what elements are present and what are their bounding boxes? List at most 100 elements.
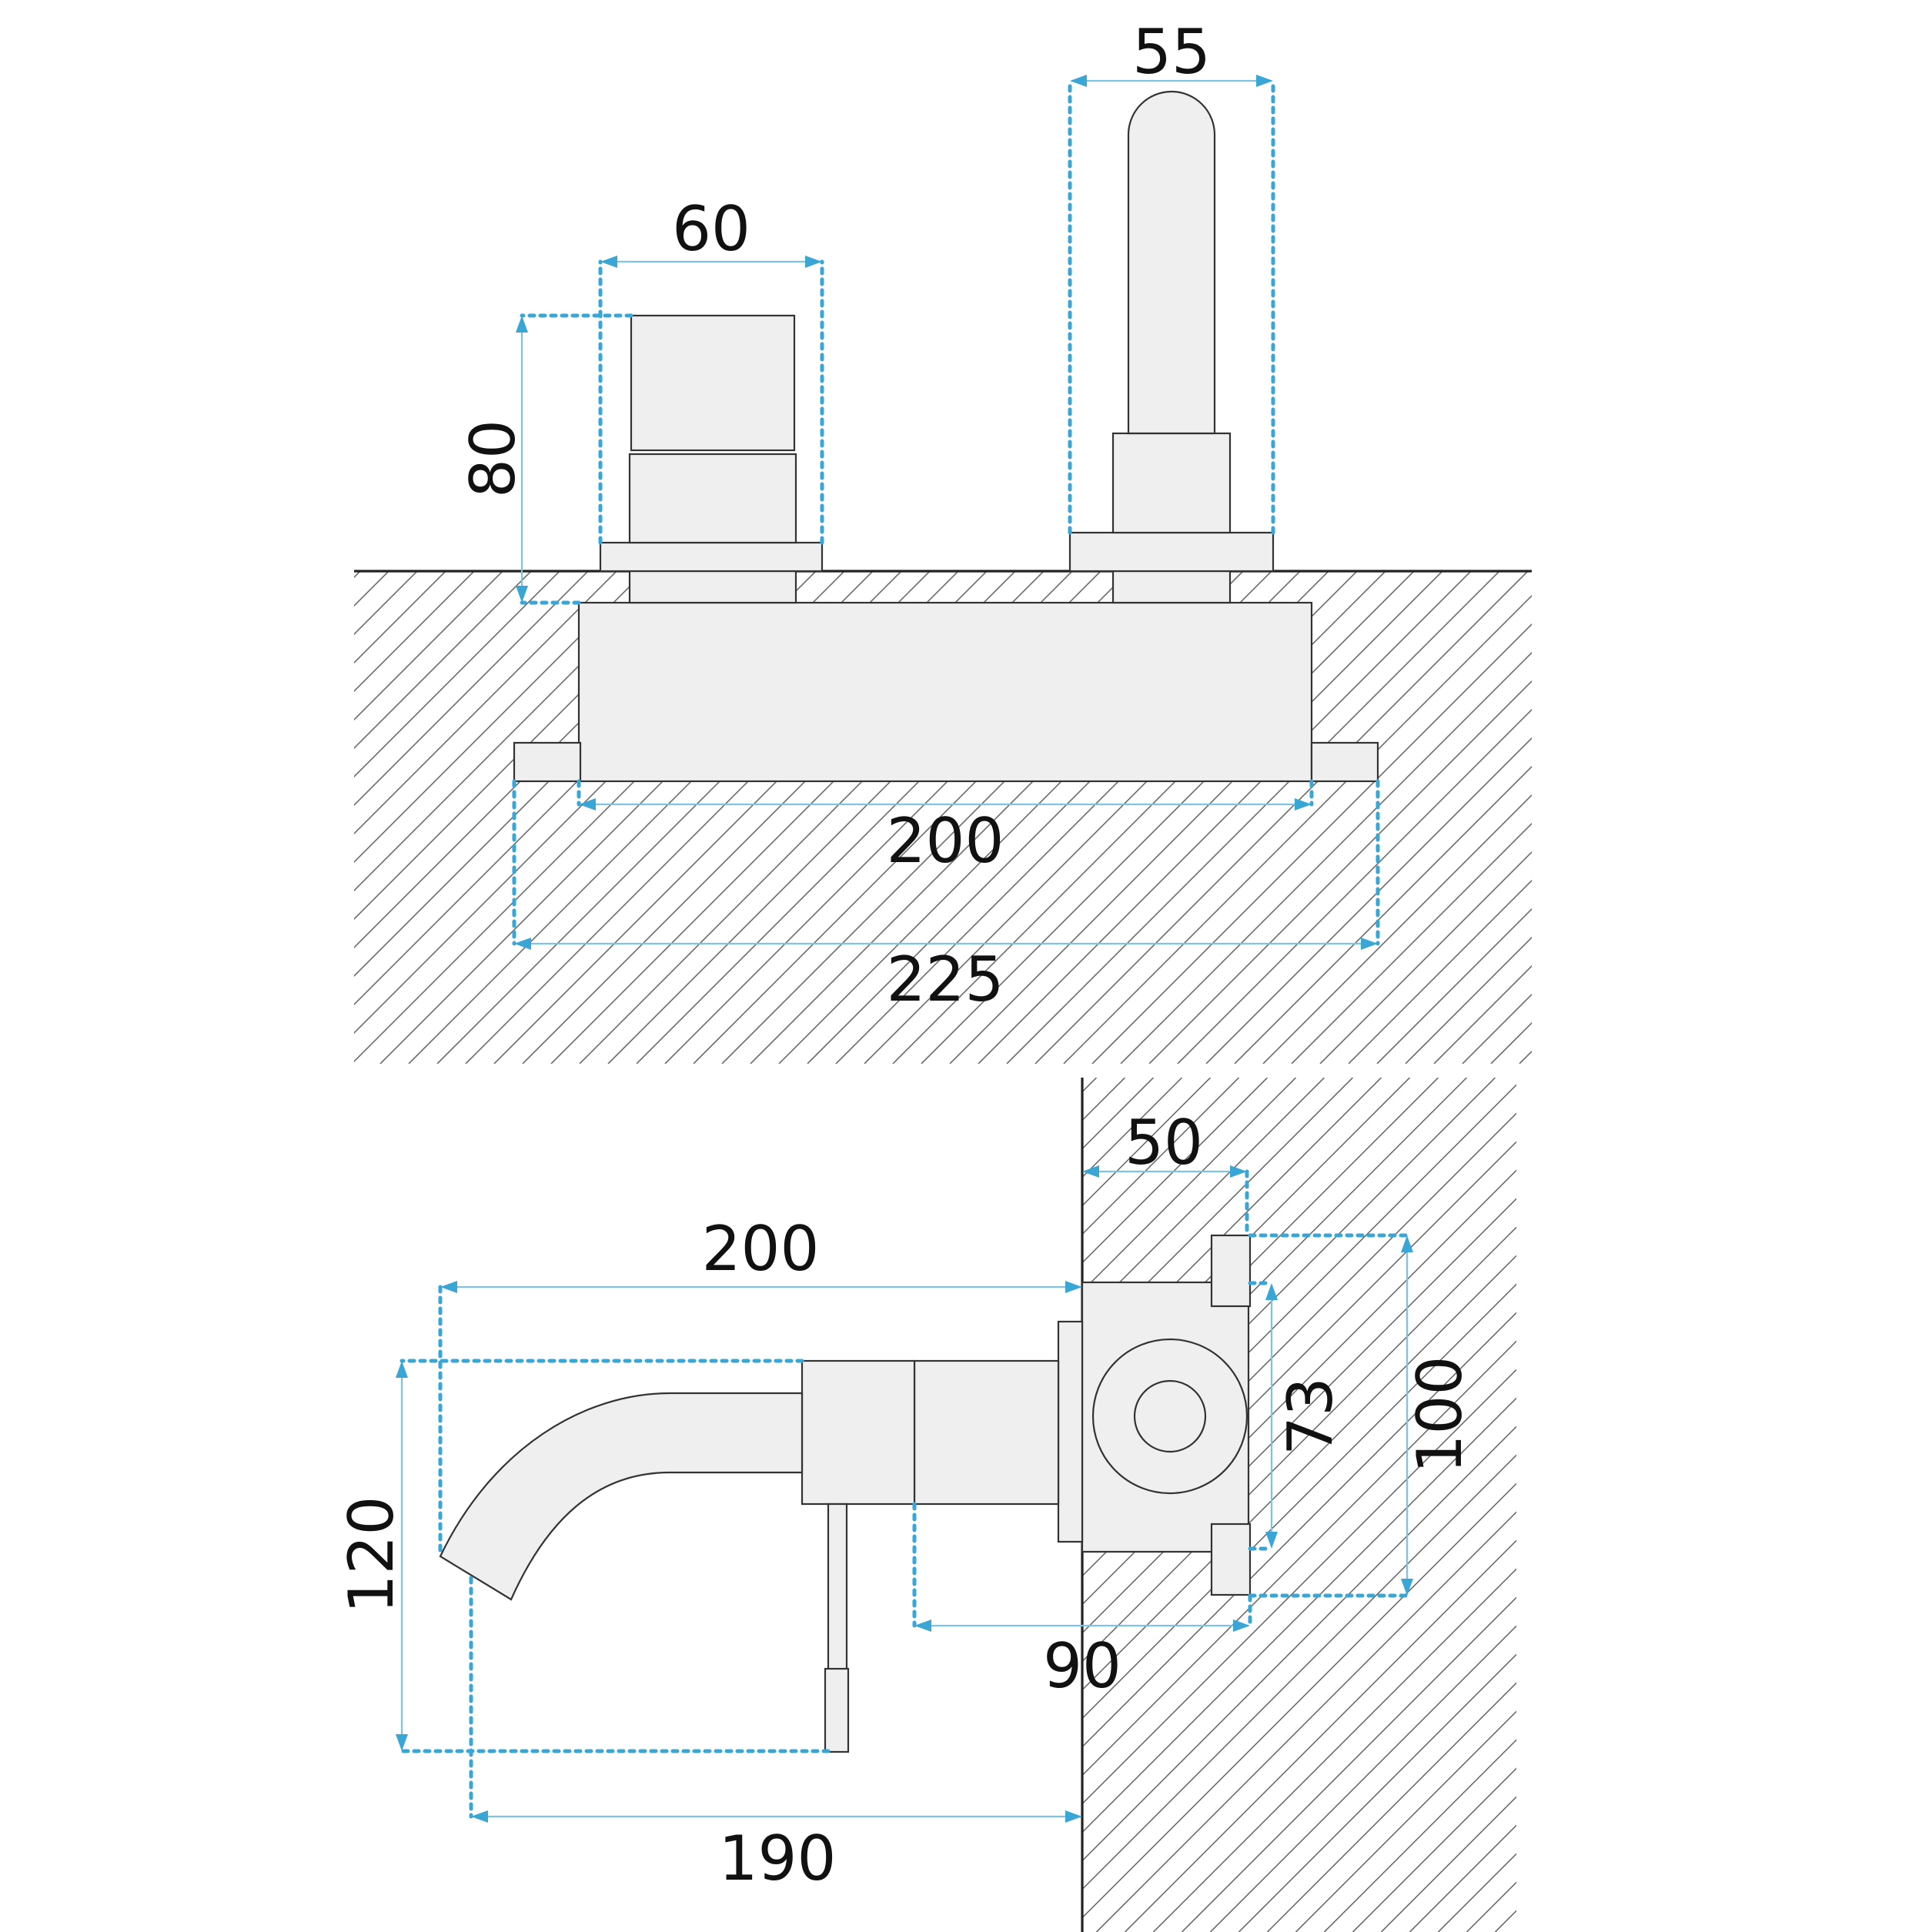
dim-handle-height-label: 80 [457,419,529,498]
handle-flange [599,541,824,573]
hatch-line [0,571,189,1064]
handle-block [801,1359,916,1506]
hatch-line [1152,1568,1516,1932]
hatch-line [354,571,475,693]
dim-handle-height: 80 [457,313,633,605]
hatch-line [1719,571,1932,1064]
handle-lower [628,453,797,544]
hatch-line [1524,1078,1932,1932]
dim-overall-height-label: 120 [336,1496,407,1614]
dim-plate-length-label: 225 [887,944,1004,1015]
side-view: 50 200 120 73 [0,1078,1932,1932]
hatch-line [1181,1596,1516,1932]
hatch-line [1082,1283,1516,1720]
hatch-line [1662,571,1932,1064]
hatch-line [354,571,361,579]
hatch-line [1695,1078,1932,1932]
wall-flange [1057,1320,1084,1543]
spout-body [913,1359,1060,1506]
hatch-line [1091,623,1532,1064]
hatch-line [1348,879,1532,1064]
hatch-line [1923,1078,1932,1932]
hatch-line [0,571,161,1064]
dim-spout-width: 55 [1068,16,1275,535]
dim-outlet-reach-label: 190 [719,1823,837,1894]
hatch-line [1082,1078,1382,1378]
dim-outlet-reach: 190 [469,1576,1082,1894]
hatch-line [1723,1078,1932,1932]
dim-body-length-label: 200 [887,805,1004,877]
hatch-line [1319,851,1532,1064]
dim-overall-height: 120 [336,1359,831,1753]
mounting-plate-left [513,741,582,783]
spout-stem [1111,570,1232,604]
concealed-body [577,601,1313,783]
lever-tip [824,1667,850,1753]
hatch-line [354,571,589,807]
dim-plate-height: 100 [1248,1233,1476,1598]
lever-rod [827,1502,848,1672]
hatch-line [1234,765,1532,1064]
top-view: 60 55 80 200 [0,16,1932,1064]
hatch-line [0,1078,841,1932]
dim-handle-width: 60 [598,193,824,545]
hatch-line [1376,908,1532,1064]
hatch-line [354,571,560,778]
hatch-line [354,571,389,607]
hatch-line [1082,1397,1516,1833]
hatch-line [0,571,132,1064]
hatch-line [1295,1710,1516,1932]
hatch-line [1352,1767,1516,1932]
hatch-line [1405,936,1532,1064]
hatch-line [1082,1255,1516,1691]
spout-flange [1068,531,1275,573]
hatch-line [1494,1910,1516,1932]
hatch-line [1238,1653,1516,1932]
hatch-line [1082,1369,1516,1805]
mounting-lug-top [1210,1234,1252,1308]
dim-inner-plate-height: 73 [1248,1281,1346,1551]
hatch-line [1633,571,1932,1064]
hatch-line [354,571,418,636]
hatch-line [1576,571,1932,1064]
hatch-line [1120,651,1532,1064]
valve-core [1133,1379,1207,1453]
hatch-line [1082,1078,1297,1292]
hatch-line [0,571,218,1064]
hatch-line [1082,1078,1468,1463]
hatch-line [1809,1078,1932,1932]
hatch-line [1082,1426,1516,1862]
spout-pipe [1127,90,1216,435]
hatch-line [354,571,646,864]
hatch-line [921,571,1415,1064]
hatch-line [1095,1511,1516,1932]
dim-plate-length: 225 [512,779,1380,1015]
hatch-line [0,571,332,1064]
hatch-line [0,571,246,1064]
hatch-line [1291,822,1532,1064]
hatch-line [1433,964,1532,1064]
hatch-line [1894,1078,1932,1932]
hatch-line [354,571,532,750]
hatch-line [1462,993,1532,1064]
hatch-line [1148,680,1532,1064]
hatch-line [1082,1340,1516,1777]
hatch-line [1082,1312,1516,1748]
hatch-line [1035,571,1529,1064]
wall-hatching-side [0,1078,1932,1932]
spout-collar [1111,432,1232,534]
hatch-line [1209,1625,1516,1932]
hatch-line [1082,1482,1516,1919]
hatch-line [1082,1078,1411,1406]
hatch-line [1205,737,1532,1064]
hatch-line [978,571,1472,1064]
hatch-line [0,571,303,1064]
hatch-line [0,571,275,1064]
hatch-line [1082,1078,1354,1349]
hatch-line [1837,1078,1932,1932]
hatch-line [1177,708,1532,1064]
hatch-line [1006,571,1500,1064]
hatch-line [1666,1078,1932,1932]
hatch-line [1262,794,1532,1064]
hatch-line [1609,1078,1932,1932]
